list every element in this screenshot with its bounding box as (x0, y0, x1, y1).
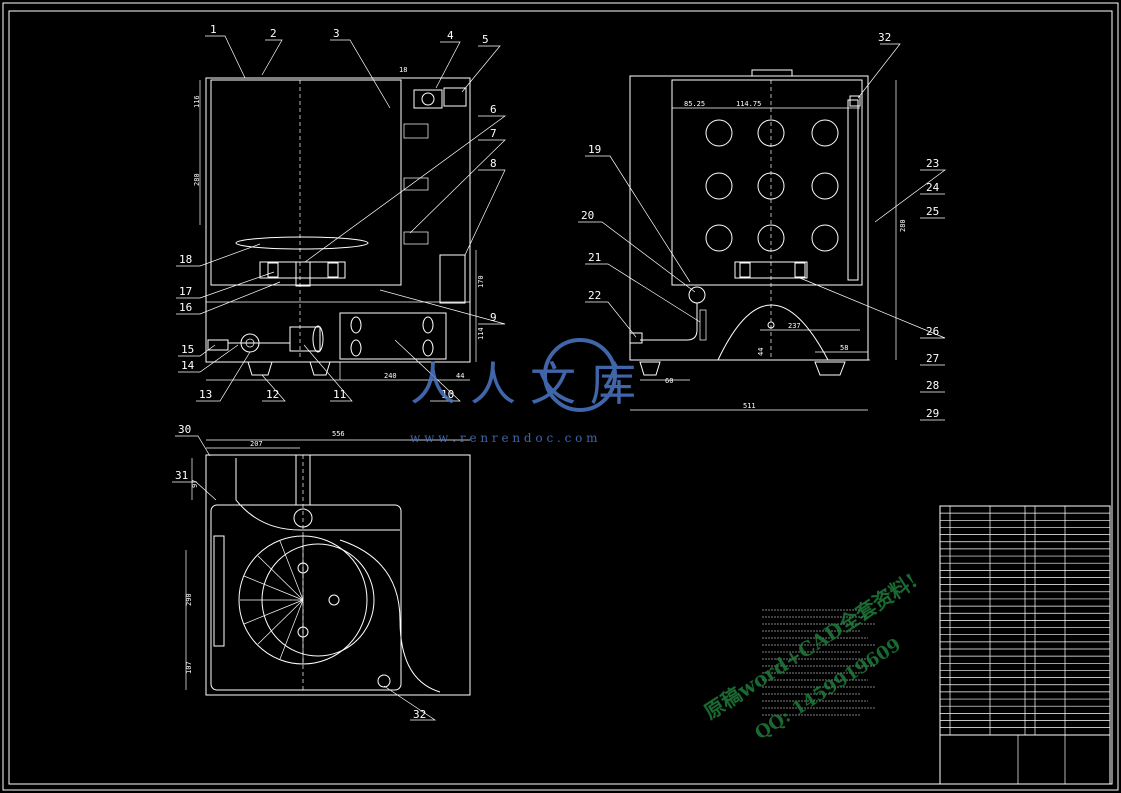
part-label-26: 26 (926, 325, 939, 338)
title-block (939, 505, 1111, 785)
tech-notes (762, 609, 876, 716)
part-label-19: 19 (588, 143, 601, 156)
side-view (629, 69, 897, 411)
part-label-29: 29 (926, 407, 939, 420)
part-label-18: 18 (179, 253, 192, 266)
part-label-3: 3 (333, 27, 340, 40)
watermark: 人人文库 w w w . r e n r e n d o c . c o m 原… (410, 338, 922, 744)
part-label-20: 20 (581, 209, 594, 222)
spiral-rays (240, 536, 304, 664)
part-label-28: 28 (926, 379, 939, 392)
watermark-url: w w w . r e n r e n d o c . c o m (410, 431, 598, 445)
dim-front-240: 240 (384, 372, 397, 380)
dim-side-114: 114.75 (736, 100, 761, 108)
dim-top-556: 556 (332, 430, 345, 438)
part-label-1: 1 (210, 23, 217, 36)
part-label-31: 31 (175, 469, 188, 482)
dim-front-44: 44 (456, 372, 464, 380)
part-label-2: 2 (270, 27, 277, 40)
dim-side-85: 85.25 (684, 100, 705, 108)
part-label-32-top: 32 (413, 708, 426, 721)
part-label-6: 6 (490, 103, 497, 116)
dim-front-116: 116 (193, 95, 201, 108)
part-label-25: 25 (926, 205, 939, 218)
part-label-23: 23 (926, 157, 939, 170)
part-label-32-side: 32 (878, 31, 891, 44)
part-label-30: 30 (178, 423, 191, 436)
part-label-15: 15 (181, 343, 194, 356)
part-label-7: 7 (490, 127, 497, 140)
part-label-8: 8 (490, 157, 497, 170)
dim-side-58: 58 (840, 344, 848, 352)
part-labels: 1 2 3 4 5 6 7 8 9 10 11 12 13 14 15 16 1… (175, 23, 940, 721)
part-label-21: 21 (588, 251, 601, 264)
part-label-16: 16 (179, 301, 192, 314)
dim-top-97: 97 (191, 480, 199, 488)
part-label-17: 17 (179, 285, 192, 298)
watermark-brand: 人人文库 (410, 357, 650, 411)
part-label-13: 13 (199, 388, 212, 401)
top-view (185, 439, 471, 696)
part-label-9: 9 (490, 311, 497, 324)
watermark-line2: QQ: 1459919609 (751, 634, 905, 744)
dimension-text: 18 116 280 170 114 240 44 85.25 114.75 2… (185, 66, 907, 674)
dim-front-top: 18 (399, 66, 407, 74)
dim-top-207: 207 (250, 440, 263, 448)
part-label-27: 27 (926, 352, 939, 365)
dim-front-114: 114 (477, 327, 485, 340)
part-label-11: 11 (333, 388, 346, 401)
part-label-12: 12 (266, 388, 279, 401)
dim-side-44: 44 (757, 348, 765, 356)
dim-side-237: 237 (788, 322, 801, 330)
front-view (199, 77, 477, 381)
part-label-10: 10 (441, 388, 454, 401)
part-label-5: 5 (482, 33, 489, 46)
leader-lines (172, 35, 947, 721)
part-label-22: 22 (588, 289, 601, 302)
part-label-24: 24 (926, 181, 940, 194)
dim-side-280: 280 (899, 219, 907, 232)
inner-frame (8, 10, 1113, 785)
dim-front-170: 170 (477, 275, 485, 288)
dim-side-60: 60 (665, 377, 673, 385)
dim-front-280: 280 (193, 173, 201, 186)
part-label-4: 4 (447, 29, 454, 42)
part-label-14: 14 (181, 359, 195, 372)
dim-top-107: 107 (185, 661, 193, 674)
dim-side-511: 511 (743, 402, 756, 410)
hole-grid (705, 119, 839, 252)
watermark-logo (543, 338, 617, 412)
dim-top-290: 290 (185, 593, 193, 606)
